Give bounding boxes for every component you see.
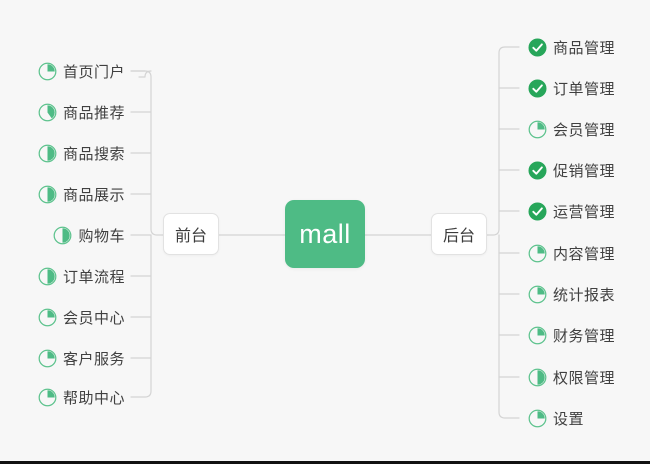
leaf-node-label: 促销管理 [553, 162, 616, 180]
pie-progress-icon [38, 308, 57, 327]
pie-progress-icon [38, 388, 57, 407]
leaf-node[interactable]: 商品展示 [38, 181, 125, 207]
leaf-node-label: 首页门户 [62, 63, 125, 81]
pie-progress-icon [38, 62, 57, 81]
leaf-node-label: 购物车 [78, 227, 125, 245]
check-circle-icon [528, 161, 547, 180]
leaf-node-label: 商品推荐 [62, 104, 125, 122]
page-bottom-edge [0, 461, 650, 464]
root-node-mall[interactable]: mall [285, 200, 365, 268]
pie-progress-icon [38, 103, 57, 122]
leaf-node-label: 帮助中心 [62, 389, 125, 407]
leaf-node-label: 统计报表 [553, 286, 616, 304]
pie-progress-icon [528, 409, 547, 428]
leaf-node-label: 客户服务 [62, 350, 125, 368]
pie-progress-icon [528, 368, 547, 387]
leaf-node-label: 会员中心 [62, 309, 125, 327]
leaf-node[interactable]: 设置 [528, 405, 584, 431]
leaf-node[interactable]: 订单管理 [528, 75, 615, 101]
leaf-node-label: 会员管理 [553, 121, 616, 139]
leaf-node[interactable]: 会员管理 [528, 116, 615, 142]
leaf-node[interactable]: 内容管理 [528, 240, 615, 266]
leaf-node[interactable]: 会员中心 [38, 304, 125, 330]
pie-progress-icon [528, 285, 547, 304]
check-circle-icon [528, 38, 547, 57]
leaf-node[interactable]: 促销管理 [528, 157, 615, 183]
leaf-node-label: 运营管理 [553, 203, 616, 221]
leaf-node-label: 财务管理 [553, 327, 616, 345]
check-circle-icon [528, 79, 547, 98]
leaf-node-label: 设置 [553, 410, 585, 428]
leaf-node-label: 权限管理 [553, 369, 616, 387]
leaf-node[interactable]: 商品推荐 [38, 99, 125, 125]
branch-node-back-label: 后台 [442, 228, 475, 245]
pie-progress-icon [528, 244, 547, 263]
pie-progress-icon [38, 349, 57, 368]
branch-node-front[interactable]: 前台 [163, 213, 219, 255]
leaf-node[interactable]: 客户服务 [38, 345, 125, 371]
leaf-node[interactable]: 订单流程 [38, 263, 125, 289]
leaf-node[interactable]: 权限管理 [528, 364, 615, 390]
leaf-node-label: 商品展示 [62, 186, 125, 204]
root-node-label: mall [299, 218, 351, 249]
leaf-node-label: 订单管理 [553, 80, 616, 98]
branch-node-front-label: 前台 [174, 228, 207, 245]
branch-node-back[interactable]: 后台 [431, 213, 487, 255]
leaf-node-label: 订单流程 [62, 268, 125, 286]
pie-progress-icon [528, 326, 547, 345]
leaf-node[interactable]: 购物车 [53, 222, 125, 248]
page-bottom-pad [0, 464, 650, 469]
leaf-node[interactable]: 商品搜索 [38, 140, 125, 166]
leaf-node[interactable]: 商品管理 [528, 34, 615, 60]
pie-progress-icon [38, 185, 57, 204]
leaf-node-label: 商品搜索 [62, 145, 125, 163]
leaf-node[interactable]: 首页门户 [38, 58, 125, 84]
pie-progress-icon [38, 267, 57, 286]
pie-progress-icon [53, 226, 72, 245]
leaf-node[interactable]: 统计报表 [528, 281, 615, 307]
leaf-node[interactable]: 财务管理 [528, 322, 615, 348]
pie-progress-icon [528, 120, 547, 139]
leaf-node-label: 商品管理 [553, 39, 616, 57]
leaf-node[interactable]: 帮助中心 [38, 384, 125, 410]
pie-progress-icon [38, 144, 57, 163]
leaf-node-label: 内容管理 [553, 245, 616, 263]
leaf-node[interactable]: 运营管理 [528, 198, 615, 224]
check-circle-icon [528, 202, 547, 221]
